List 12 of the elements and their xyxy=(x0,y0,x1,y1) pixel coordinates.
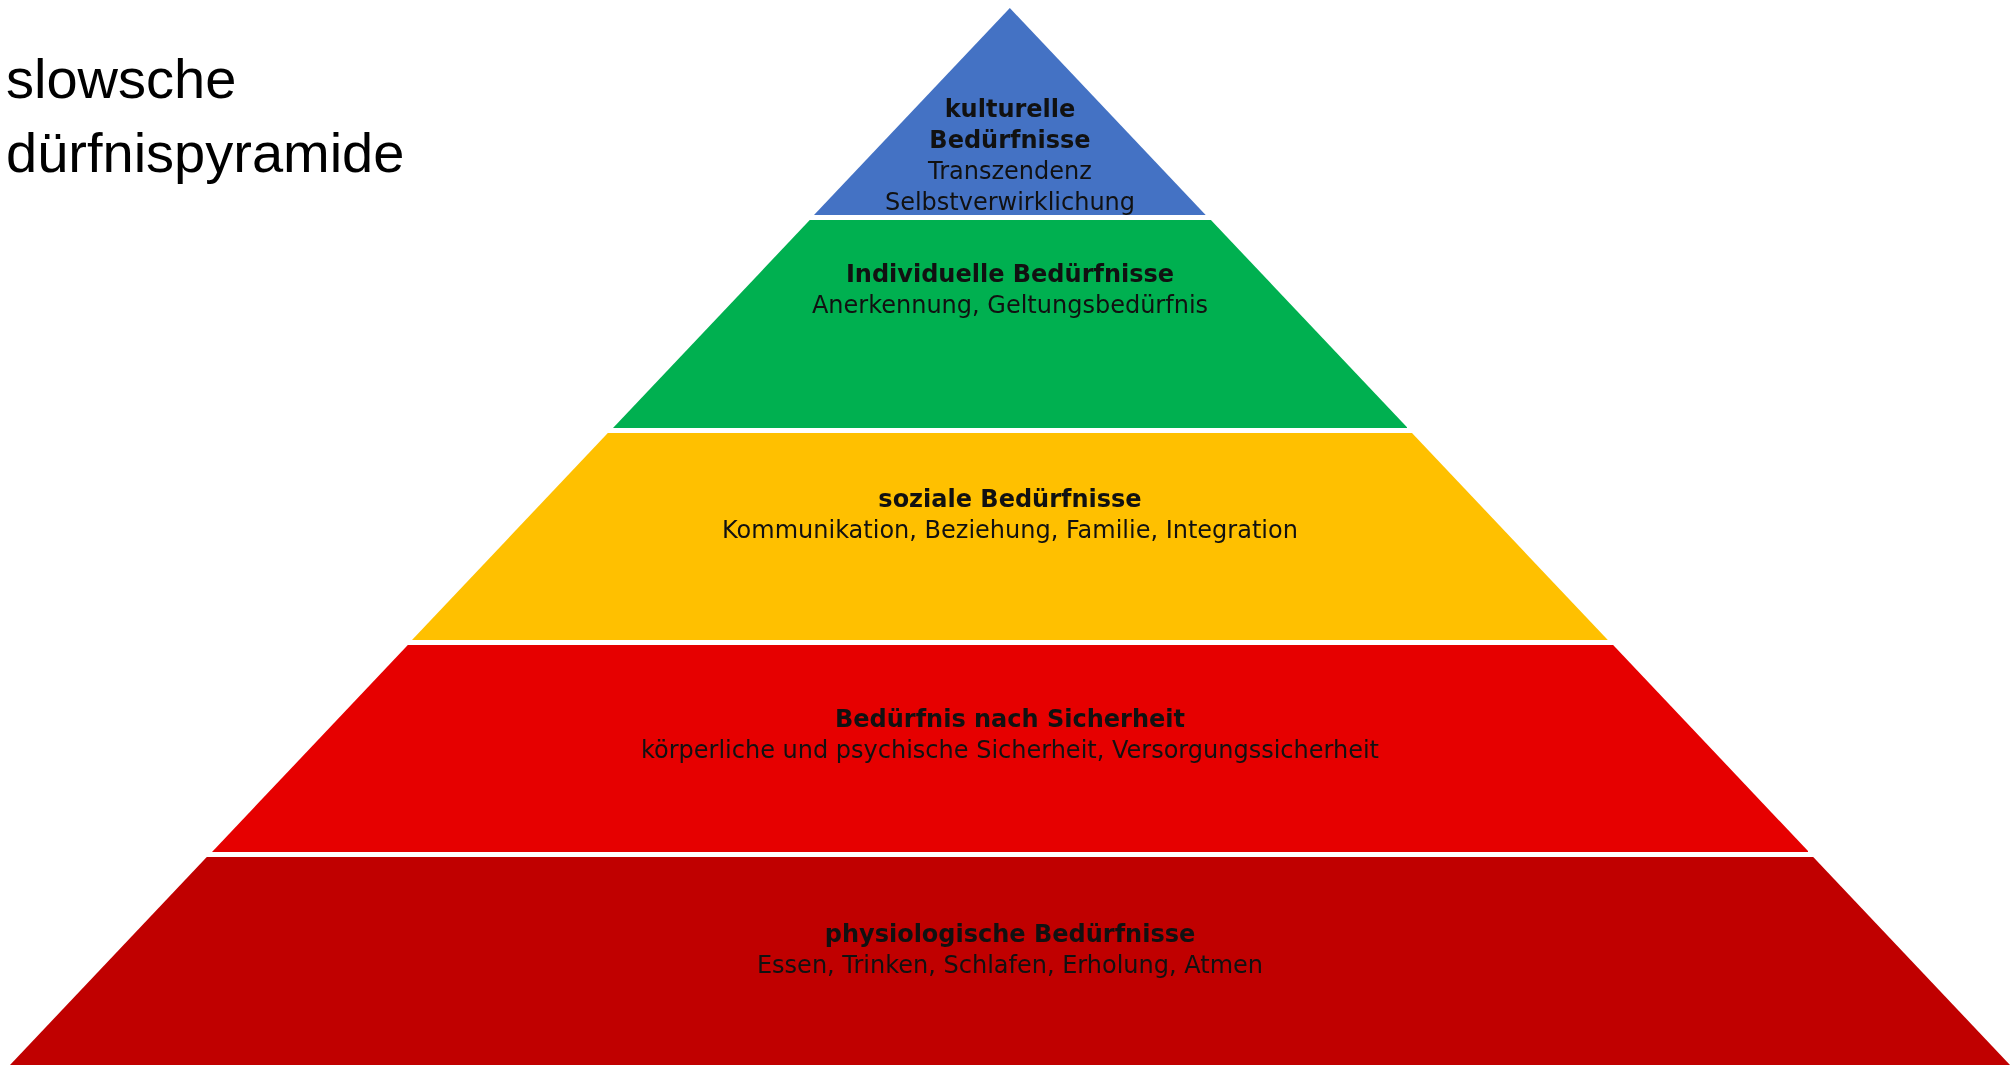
level-heading: soziale Bedürfnisse xyxy=(878,484,1142,515)
level-text: körperliche und psychische Sicherheit, Versorgungssicherheit xyxy=(640,735,1380,766)
level-text: Selbstverwirklichung xyxy=(884,186,1136,218)
level-text: Essen, Trinken, Schlafen, Erholung, Atmen xyxy=(756,950,1264,981)
level-heading: Individuelle Bedürfnisse xyxy=(845,259,1175,290)
level-heading: Bedürfnis nach Sicherheit xyxy=(834,704,1185,735)
level-heading: physiologische Bedürfnisse xyxy=(824,919,1196,950)
level-text: Kommunikation, Beziehung, Familie, Integration xyxy=(722,515,1298,546)
diagram-title: slowsche dürfnispyramide xyxy=(6,46,406,186)
level-text: Anerkennung, Geltungsbedürfnis xyxy=(811,290,1209,321)
level-text: Transzendenz xyxy=(928,155,1092,187)
level-heading: kulturelle Bedürfnisse xyxy=(928,93,1092,156)
